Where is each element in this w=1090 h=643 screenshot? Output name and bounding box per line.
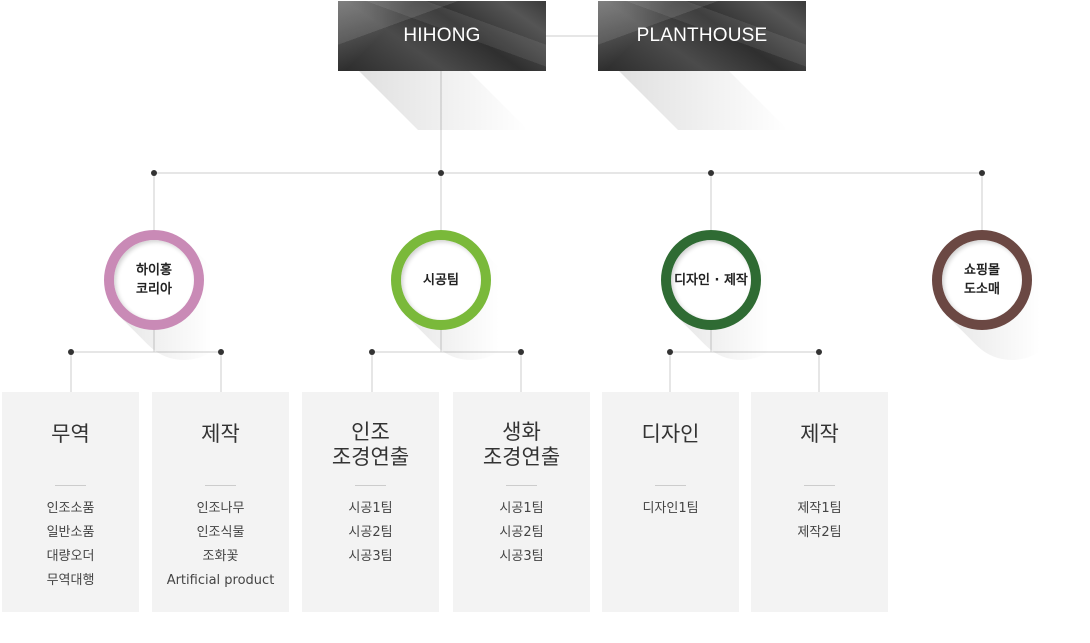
team-item: Artificial product xyxy=(166,573,275,588)
team-item: 무역대행 xyxy=(46,573,95,588)
division-hihong-korea: 하이홍 코리아 xyxy=(104,230,255,381)
team-item: 인조소품 xyxy=(46,501,95,516)
team-card-production-2: 제작 제작1팀 제작2팀 xyxy=(751,392,888,612)
connector-dot xyxy=(438,170,444,176)
team-title: 디자인 xyxy=(641,422,700,446)
divider xyxy=(506,485,537,486)
divider xyxy=(804,485,835,486)
company-label: HIHONG xyxy=(403,25,481,46)
connector-dot xyxy=(708,170,714,176)
connector-dot xyxy=(218,349,224,355)
team-item: 제작2팀 xyxy=(797,525,842,540)
divider xyxy=(355,485,386,486)
divider xyxy=(655,485,686,486)
division-circle: 하이홍 코리아 xyxy=(104,230,204,330)
connector-dot xyxy=(979,170,985,176)
team-item: 인조식물 xyxy=(196,525,245,540)
division-circle: 쇼핑몰 도소매 xyxy=(932,230,1032,330)
team-card-production: 제작 인조나무 인조식물 조화꽃 Artificial product xyxy=(152,392,289,612)
connector-dot xyxy=(68,349,74,355)
division-shopping-mall: 쇼핑몰 도소매 xyxy=(932,230,1083,381)
company-label: PLANTHOUSE xyxy=(636,25,768,46)
team-card-artificial-landscape: 인조 조경연출 시공1팀 시공2팀 시공3팀 xyxy=(302,392,439,612)
company-box-hihong: HIHONG xyxy=(338,1,546,71)
division-design-production: 디자인 · 제작 xyxy=(661,230,812,381)
company-box-planthouse: PLANTHOUSE xyxy=(598,1,806,71)
team-title: 제작 xyxy=(201,422,240,446)
connector-dot xyxy=(816,349,822,355)
connector-dot xyxy=(518,349,524,355)
team-title: 제작 xyxy=(800,422,839,446)
team-item: 제작1팀 xyxy=(797,501,842,516)
team-item: 인조나무 xyxy=(196,501,245,516)
team-item: 시공2팀 xyxy=(499,525,544,540)
team-item: 시공3팀 xyxy=(348,549,393,564)
team-title: 생화 조경연출 xyxy=(482,420,561,469)
division-label: 쇼핑몰 도소매 xyxy=(964,263,1000,297)
team-item: 조화꽃 xyxy=(202,549,239,564)
team-title: 무역 xyxy=(51,422,90,446)
division-circle: 시공팀 xyxy=(391,230,491,330)
divider xyxy=(55,485,86,486)
team-title: 인조 조경연출 xyxy=(331,420,410,469)
team-item: 대량오더 xyxy=(46,549,95,564)
division-circle: 디자인 · 제작 xyxy=(661,230,761,330)
team-item: 일반소품 xyxy=(46,525,95,540)
connector-dot xyxy=(151,170,157,176)
team-card-design: 디자인 디자인1팀 xyxy=(602,392,739,612)
team-item: 디자인1팀 xyxy=(642,501,699,516)
team-item: 시공2팀 xyxy=(348,525,393,540)
team-item: 시공3팀 xyxy=(499,549,544,564)
team-item: 시공1팀 xyxy=(348,501,393,516)
connector-dot xyxy=(369,349,375,355)
division-label: 시공팀 xyxy=(423,272,459,288)
connector-dot xyxy=(667,349,673,355)
divider xyxy=(205,485,236,486)
division-construction: 시공팀 xyxy=(391,230,542,381)
team-card-live-landscape: 생화 조경연출 시공1팀 시공2팀 시공3팀 xyxy=(453,392,590,612)
division-label: 하이홍 코리아 xyxy=(136,263,172,297)
team-item: 시공1팀 xyxy=(499,501,544,516)
team-card-trade: 무역 인조소품 일반소품 대량오더 무역대행 xyxy=(2,392,139,612)
division-label: 디자인 · 제작 xyxy=(674,272,748,288)
